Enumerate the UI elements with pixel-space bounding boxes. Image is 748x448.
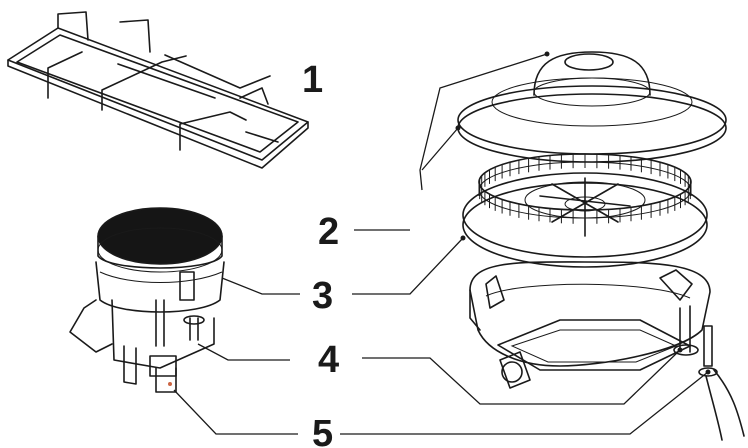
leader-lines bbox=[173, 53, 709, 435]
burner-base bbox=[469, 261, 745, 441]
callout-4: 4 bbox=[318, 339, 339, 381]
callout-5: 5 bbox=[312, 413, 333, 448]
pan-support-grid bbox=[7, 11, 309, 169]
callout-1: 1 bbox=[302, 59, 323, 101]
dark-cap bbox=[97, 207, 223, 265]
assembled-burner bbox=[69, 207, 225, 393]
callout-2: 2 bbox=[318, 211, 339, 253]
flame-spreader bbox=[462, 153, 708, 268]
callout-3: 3 bbox=[312, 275, 333, 317]
burner-cap bbox=[457, 51, 727, 163]
